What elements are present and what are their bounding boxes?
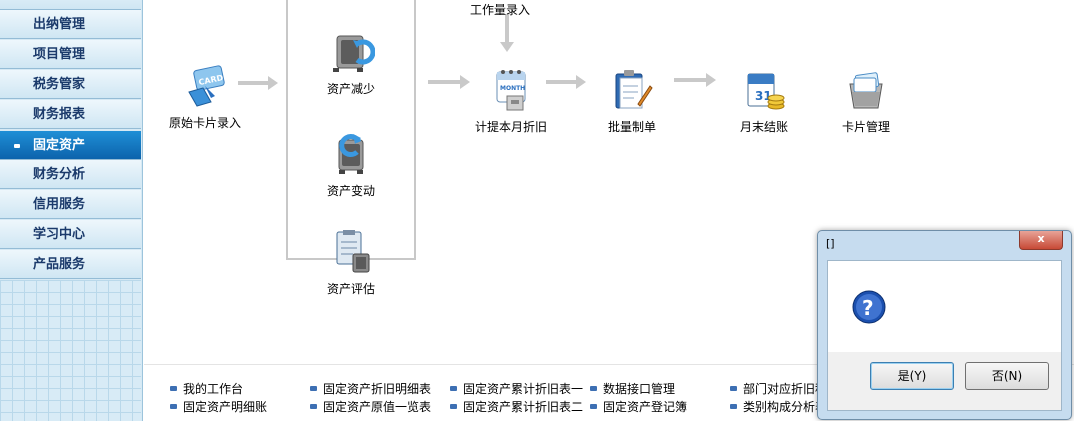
link-dept-depreciation[interactable]: 部门对应折旧科 <box>730 380 827 397</box>
sidebar-item-learning[interactable]: 学习中心 <box>0 220 141 249</box>
svg-text:MONTH: MONTH <box>500 85 525 92</box>
asset-evaluate-label: 资产评估 <box>326 282 375 296</box>
depreciation-label: 计提本月折旧 <box>474 120 547 134</box>
sidebar: 出纳管理 项目管理 税务管家 财务报表 固定资产 财务分析 信用服务 学习中心 … <box>0 0 143 421</box>
calendar-coins-icon: 31 <box>740 66 788 114</box>
sidebar-item-cashier[interactable]: 出纳管理 <box>0 10 141 39</box>
flow-arrow <box>674 73 716 87</box>
bullet-icon <box>170 386 177 391</box>
link-label: 类别构成分析表 <box>743 400 828 414</box>
asset-decrease-label: 资产减少 <box>326 82 375 96</box>
bullet-icon <box>590 404 597 409</box>
flow-arrow <box>428 75 470 89</box>
asset-evaluate-node[interactable]: 资产评估 <box>318 228 384 297</box>
safe-minus-icon <box>327 28 376 76</box>
sidebar-item-label: 财务报表 <box>33 107 86 122</box>
batch-voucher-node[interactable]: 批量制单 <box>596 66 668 135</box>
sidebar-item-label: 固定资产 <box>33 138 86 153</box>
link-my-workbench[interactable]: 我的工作台 <box>170 380 243 397</box>
card-box-icon <box>842 66 890 114</box>
bullet-icon <box>590 386 597 391</box>
asset-change-node[interactable]: 资产变动 <box>318 130 384 199</box>
original-card-label: 原始卡片录入 <box>168 116 241 130</box>
sidebar-item-tax[interactable]: 税务管家 <box>0 70 141 99</box>
bullet-icon <box>730 404 737 409</box>
bullet-icon <box>450 404 457 409</box>
link-label: 固定资产登记簿 <box>603 400 688 414</box>
bullet-icon <box>310 386 317 391</box>
workload-entry-label: 工作量录入 <box>470 3 531 17</box>
sidebar-item-partial[interactable] <box>0 0 141 10</box>
link-label: 固定资产原值一览表 <box>323 400 432 414</box>
flow-arrow <box>546 75 586 89</box>
sidebar-item-label: 税务管家 <box>33 77 86 92</box>
sidebar-item-analysis[interactable]: 财务分析 <box>0 160 141 189</box>
dialog-title: [] <box>826 237 835 250</box>
bullet-icon <box>450 386 457 391</box>
yes-button[interactable]: 是(Y) <box>870 362 954 390</box>
question-icon: ? <box>852 290 886 324</box>
sidebar-item-project[interactable]: 项目管理 <box>0 40 141 69</box>
card-management-node[interactable]: 卡片管理 <box>830 66 902 135</box>
link-category-analysis[interactable]: 类别构成分析表 <box>730 398 827 415</box>
month-end-label: 月末结账 <box>739 120 788 134</box>
sidebar-item-label: 财务分析 <box>33 167 86 182</box>
safe-refresh-icon <box>327 130 375 178</box>
flow-arrow-down <box>500 14 514 52</box>
confirm-dialog: [] x ? 是(Y) 否(N) <box>817 230 1072 420</box>
link-label: 固定资产累计折旧表二 <box>463 400 584 414</box>
card-entry-icon: CARD <box>181 62 229 110</box>
bullet-icon <box>170 404 177 409</box>
calendar-icon: MONTH <box>487 66 535 114</box>
link-accumulated-dep-1[interactable]: 固定资产累计折旧表一 <box>450 380 583 397</box>
batch-voucher-label: 批量制单 <box>607 120 656 134</box>
link-label: 固定资产折旧明细表 <box>323 382 432 396</box>
clipboard-safe-icon <box>327 228 375 276</box>
month-end-node[interactable]: 31 月末结账 <box>728 66 800 135</box>
link-asset-ledger[interactable]: 固定资产明细账 <box>170 398 267 415</box>
bullet-icon <box>310 404 317 409</box>
sidebar-background <box>0 280 141 421</box>
asset-decrease-node[interactable]: 资产减少 <box>318 28 384 97</box>
link-label: 固定资产累计折旧表一 <box>463 382 584 396</box>
sidebar-item-credit[interactable]: 信用服务 <box>0 190 141 219</box>
sidebar-item-label: 学习中心 <box>33 227 86 242</box>
link-label: 数据接口管理 <box>603 382 676 396</box>
dialog-body: ? <box>827 260 1062 353</box>
dialog-footer: 是(Y) 否(N) <box>827 352 1062 411</box>
link-asset-register[interactable]: 固定资产登记簿 <box>590 398 687 415</box>
active-indicator-icon <box>14 144 20 148</box>
no-button[interactable]: 否(N) <box>965 362 1049 390</box>
sidebar-item-fixed-assets[interactable]: 固定资产 <box>0 131 141 160</box>
link-accumulated-dep-2[interactable]: 固定资产累计折旧表二 <box>450 398 583 415</box>
sidebar-item-label: 项目管理 <box>33 47 86 62</box>
link-label: 固定资产明细账 <box>183 400 268 414</box>
link-data-interface[interactable]: 数据接口管理 <box>590 380 675 397</box>
bottom-divider <box>144 364 1074 365</box>
workload-entry-link[interactable]: 工作量录入 <box>470 0 530 18</box>
asset-change-label: 资产变动 <box>326 184 375 198</box>
sidebar-item-label: 信用服务 <box>33 197 86 212</box>
flow-arrow <box>238 76 278 90</box>
clipboard-pen-icon <box>608 66 656 114</box>
sidebar-item-label: 出纳管理 <box>33 17 86 32</box>
svg-text:?: ? <box>862 296 874 320</box>
sidebar-item-label: 产品服务 <box>33 257 86 272</box>
sidebar-item-reports[interactable]: 财务报表 <box>0 100 141 129</box>
link-label: 我的工作台 <box>183 382 244 396</box>
depreciation-node[interactable]: MONTH 计提本月折旧 <box>470 66 552 135</box>
bullet-icon <box>730 386 737 391</box>
original-card-node[interactable]: CARD 原始卡片录入 <box>164 62 246 131</box>
link-depreciation-detail[interactable]: 固定资产折旧明细表 <box>310 380 431 397</box>
svg-text:31: 31 <box>755 89 772 103</box>
link-label: 部门对应折旧科 <box>743 382 828 396</box>
sidebar-item-products[interactable]: 产品服务 <box>0 250 141 279</box>
link-original-value-list[interactable]: 固定资产原值一览表 <box>310 398 431 415</box>
close-button[interactable]: x <box>1019 231 1063 250</box>
card-management-label: 卡片管理 <box>841 120 890 134</box>
